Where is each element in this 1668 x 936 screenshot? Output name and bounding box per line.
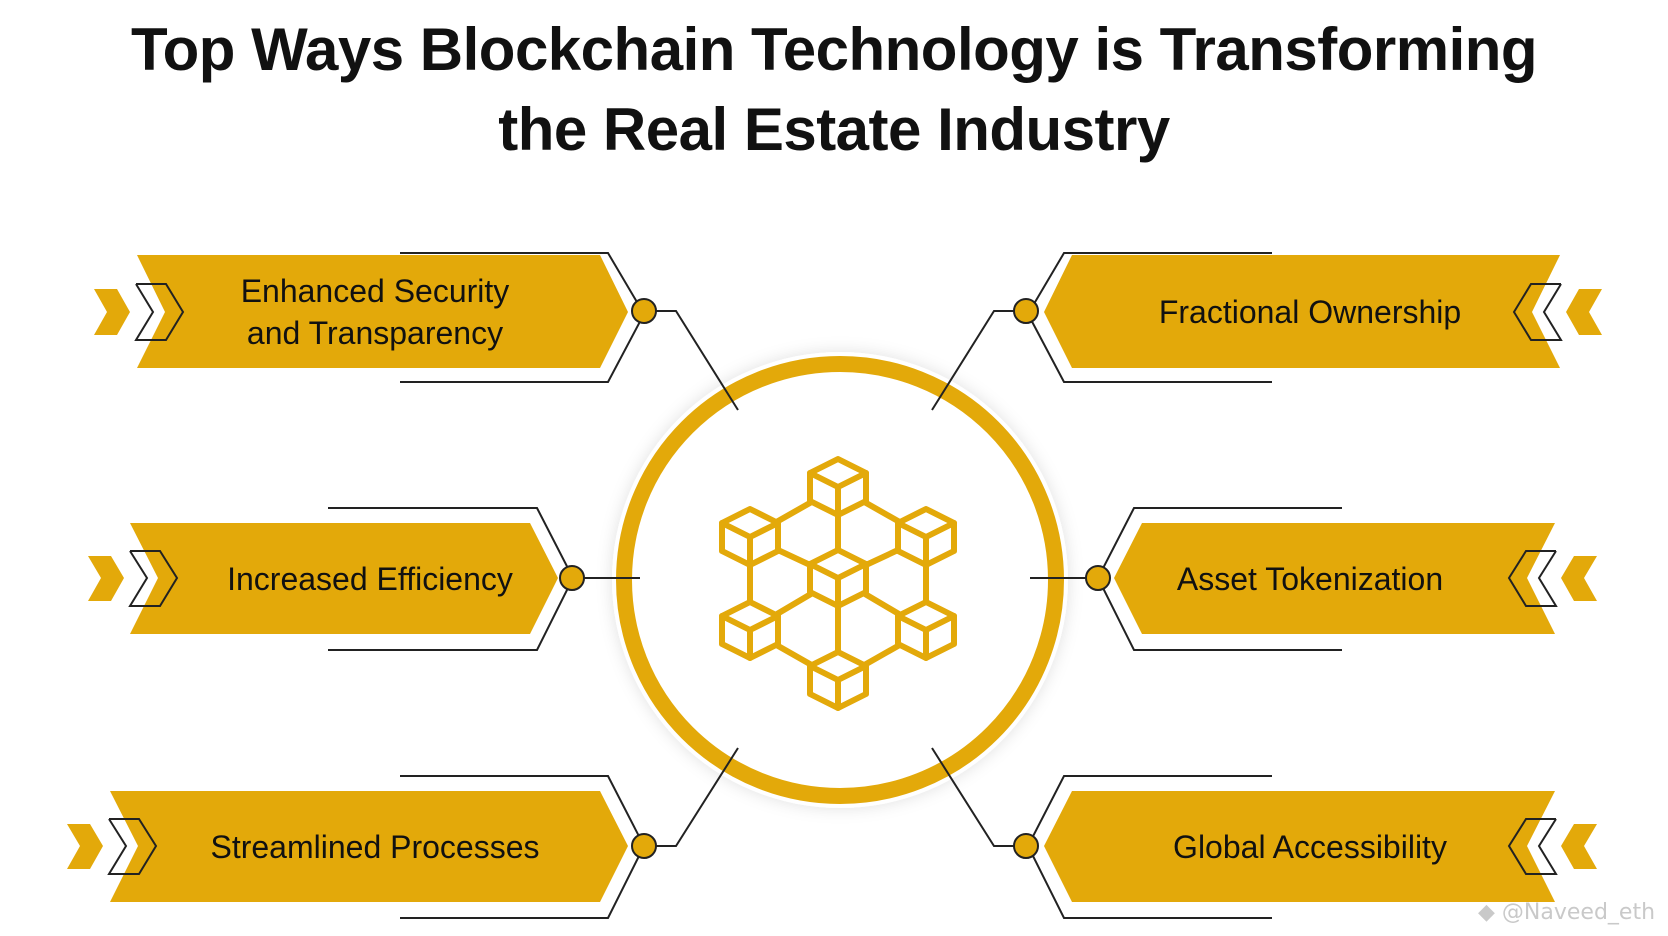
- cube-upper-right-icon: [895, 506, 957, 568]
- label-fractional-ownership: Fractional Ownership: [1158, 294, 1462, 330]
- connector-node-icon: [1013, 298, 1039, 324]
- label-enhanced-security-line-1: Enhanced Security: [240, 273, 510, 309]
- connector-node-icon: [559, 565, 585, 591]
- connector-node-icon: [1013, 833, 1039, 859]
- item-asset-tokenization: [1030, 507, 1597, 651]
- chevron-solid-icon: [88, 556, 124, 601]
- chevron-outline-icon: [1507, 818, 1558, 875]
- connector-node-icon: [1085, 565, 1111, 591]
- label-asset-tokenization: Asset Tokenization: [1176, 561, 1444, 597]
- connector-line: [931, 747, 1014, 847]
- item-increased-efficiency: [88, 507, 640, 651]
- banner-shape: [137, 255, 628, 368]
- blockchain-cubes-icon: [719, 456, 957, 711]
- label-enhanced-security: Enhanced Security and Transparency: [175, 262, 575, 362]
- connector-node-icon: [631, 298, 657, 324]
- label-increased-efficiency: Increased Efficiency: [227, 561, 513, 597]
- chevron-outline-icon: [128, 550, 179, 607]
- chevron-solid-icon: [1561, 556, 1597, 601]
- chevron-solid-icon: [67, 824, 103, 869]
- chevron-outline-icon: [107, 818, 158, 875]
- label-global-accessibility: Global Accessibility: [1173, 829, 1447, 865]
- label-enhanced-security-line-2: and Transparency: [246, 315, 504, 351]
- cube-center-icon: [807, 547, 869, 609]
- chevron-outline-icon: [1507, 550, 1558, 607]
- item-global-accessibility: [931, 747, 1597, 919]
- chevron-solid-icon: [94, 289, 130, 335]
- watermark-diamond-icon: ◆: [1478, 900, 1495, 925]
- connector-node-icon: [631, 833, 657, 859]
- cube-top-icon: [807, 456, 869, 518]
- banner-shape: [130, 523, 558, 634]
- banner-shape: [110, 791, 628, 902]
- item-enhanced-security: [94, 252, 739, 411]
- chevron-outline-icon: [134, 283, 185, 341]
- banner-shape: [1044, 255, 1560, 368]
- cube-upper-left-icon: [719, 506, 781, 568]
- banner-shape: [1044, 791, 1555, 902]
- chevron-outline-icon: [1512, 283, 1563, 341]
- cube-lower-left-icon: [719, 599, 781, 661]
- banner-shape: [1114, 523, 1555, 634]
- page-title-line-2: the Real Estate Industry: [498, 96, 1170, 163]
- page-title-line-1: Top Ways Blockchain Technology is Transf…: [130, 16, 1538, 83]
- label-streamlined-processes: Streamlined Processes: [210, 829, 540, 865]
- item-streamlined-processes: [67, 747, 739, 919]
- watermark-text: @Naveed_eth: [1501, 900, 1656, 925]
- item-fractional-ownership: [931, 252, 1602, 411]
- cube-bottom-icon: [807, 649, 869, 711]
- connector-line: [656, 747, 739, 847]
- connector-line: [931, 310, 1014, 411]
- watermark: ◆ @Naveed_eth: [1478, 900, 1655, 925]
- chevron-solid-icon: [1566, 289, 1602, 335]
- cube-lower-right-icon: [895, 599, 957, 661]
- chevron-solid-icon: [1561, 824, 1597, 869]
- connector-line: [656, 310, 739, 411]
